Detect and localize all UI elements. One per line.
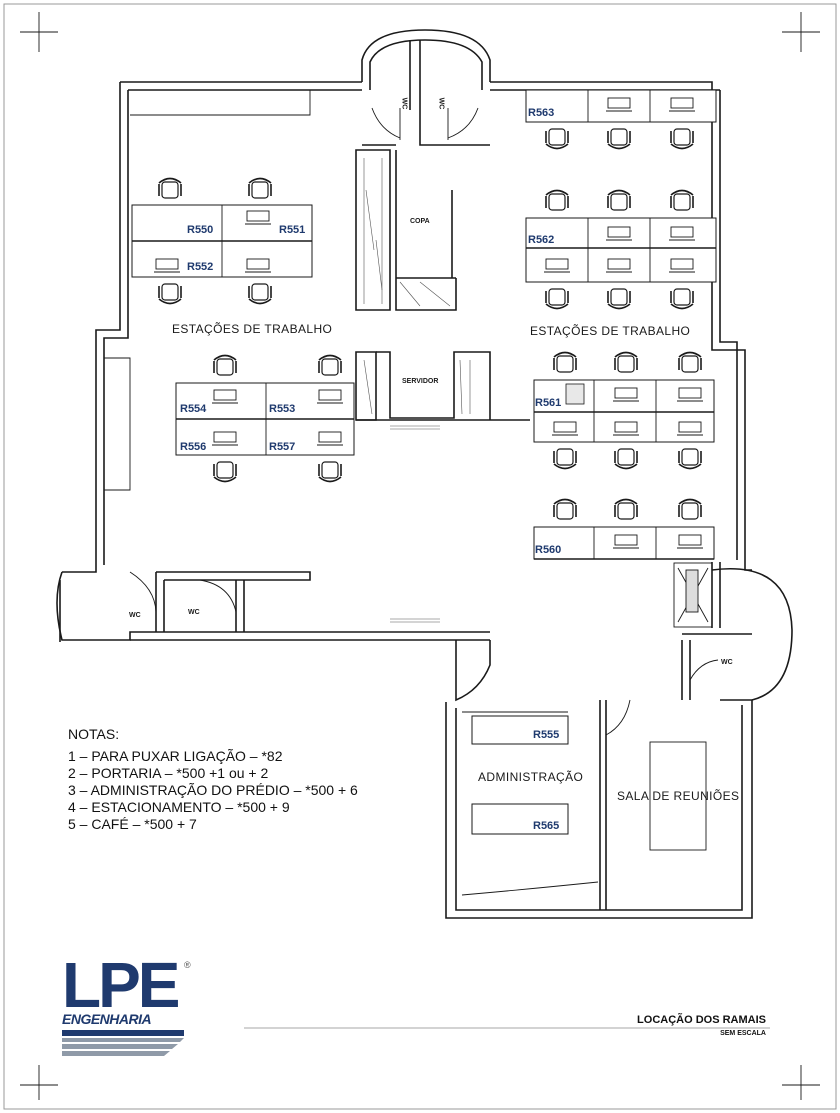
drawing-title: LOCAÇÃO DOS RAMAIS	[637, 1014, 766, 1026]
exterior-walls	[56, 81, 793, 919]
label-copa: COPA	[410, 218, 430, 225]
chair-icon	[248, 177, 272, 199]
chairs-and-monitors	[154, 97, 703, 549]
monitor-icon	[317, 389, 343, 404]
chair-icon	[553, 351, 577, 373]
monitor-icon	[613, 421, 639, 436]
ext-r552: R552	[187, 261, 214, 273]
label-wc-top-left: WC	[400, 97, 408, 110]
label-wc-top-right: WC	[437, 97, 445, 110]
note-item: 4 – ESTACIONAMENTO – *500 + 9	[68, 799, 290, 815]
ext-r562: R562	[528, 234, 555, 246]
label-administration: ADMINISTRAÇÃO	[478, 770, 584, 784]
chair-icon	[670, 128, 694, 150]
monitor-icon	[669, 226, 695, 241]
chair-icon	[607, 189, 631, 211]
notes: NOTAS: 1 – PARA PUXAR LIGAÇÃO – *82 2 – …	[68, 726, 358, 833]
monitor-icon	[245, 258, 271, 273]
chair-icon	[553, 498, 577, 520]
ext-r565: R565	[533, 820, 560, 832]
chair-icon	[553, 448, 577, 470]
label-wc-left-inner: WC	[188, 609, 200, 616]
drawing-scale: SEM ESCALA	[720, 1030, 766, 1037]
monitor-icon	[669, 258, 695, 273]
note-item: 1 – PARA PUXAR LIGAÇÃO – *82	[68, 748, 283, 764]
ext-r561: R561	[535, 397, 562, 409]
admin-desk-top	[471, 715, 569, 745]
monitor-icon	[212, 389, 238, 404]
admin-desk-bottom	[471, 803, 569, 835]
monitor-icon	[613, 387, 639, 402]
chair-icon	[678, 351, 702, 373]
label-workstations-left: ESTAÇÕES DE TRABALHO	[172, 322, 333, 336]
ext-r553: R553	[269, 403, 296, 415]
left-wc	[155, 571, 311, 632]
note-item: 2 – PORTARIA – *500 +1 ou + 2	[68, 765, 269, 781]
chair-icon	[248, 283, 272, 305]
chair-icon	[614, 448, 638, 470]
chair-icon	[213, 354, 237, 376]
chair-icon	[318, 461, 342, 483]
ext-r550: R550	[187, 224, 214, 236]
copa-walls	[355, 149, 457, 311]
logo-registered-mark: ®	[184, 960, 191, 970]
chair-icon	[158, 177, 182, 199]
note-item: 5 – CAFÉ – *500 + 7	[68, 816, 197, 832]
logo-lpe: LPE	[62, 949, 180, 1021]
chair-icon	[607, 128, 631, 150]
ext-r555: R555	[533, 729, 560, 741]
chair-icon	[545, 189, 569, 211]
chair-icon	[678, 448, 702, 470]
monitor-icon	[552, 421, 578, 436]
chair-icon	[545, 128, 569, 150]
chair-icon	[545, 288, 569, 310]
chair-icon	[670, 189, 694, 211]
monitor-icon	[606, 97, 632, 112]
top-wc	[361, 29, 491, 146]
monitor-icon	[669, 97, 695, 112]
ext-r560: R560	[535, 544, 562, 556]
chair-icon	[607, 288, 631, 310]
chair-icon	[213, 461, 237, 483]
server-walls	[355, 351, 530, 421]
ext-r551: R551	[279, 224, 306, 236]
monitor-icon	[613, 534, 639, 549]
monitor-icon	[677, 421, 703, 436]
logo-subtitle: ENGENHARIA	[62, 1011, 152, 1027]
chair-icon	[670, 288, 694, 310]
ext-r557: R557	[269, 441, 296, 453]
chair-icon	[318, 354, 342, 376]
monitor-icon	[245, 210, 271, 225]
chair-icon	[678, 498, 702, 520]
label-wc-left: WC	[129, 612, 141, 619]
note-item: 3 – ADMINISTRAÇÃO DO PRÉDIO – *500 + 6	[68, 782, 358, 798]
label-meeting-room: SALA DE REUNIÕES	[617, 789, 740, 803]
title-block: LOCAÇÃO DOS RAMAIS SEM ESCALA	[637, 1014, 766, 1037]
chair-icon	[614, 351, 638, 373]
logo-stripes	[62, 1030, 184, 1056]
monitor-icon	[544, 258, 570, 273]
ext-r554: R554	[180, 403, 207, 415]
monitor-icon	[606, 226, 632, 241]
monitor-icon	[317, 431, 343, 446]
crop-marks	[20, 12, 820, 1100]
label-server: SERVIDOR	[402, 378, 439, 385]
chair-icon	[614, 498, 638, 520]
meeting-table	[649, 741, 707, 851]
monitor-icon	[606, 258, 632, 273]
chair-icon	[158, 283, 182, 305]
monitor-icon	[677, 387, 703, 402]
label-wc-right: WC	[721, 659, 733, 666]
ext-r563: R563	[528, 107, 555, 119]
monitor-icon	[212, 431, 238, 446]
notes-title: NOTAS:	[68, 726, 120, 742]
ext-r556: R556	[180, 441, 207, 453]
monitor-icon	[677, 534, 703, 549]
monitor-icon	[154, 258, 180, 273]
label-workstations-right: ESTAÇÕES DE TRABALHO	[530, 324, 691, 338]
